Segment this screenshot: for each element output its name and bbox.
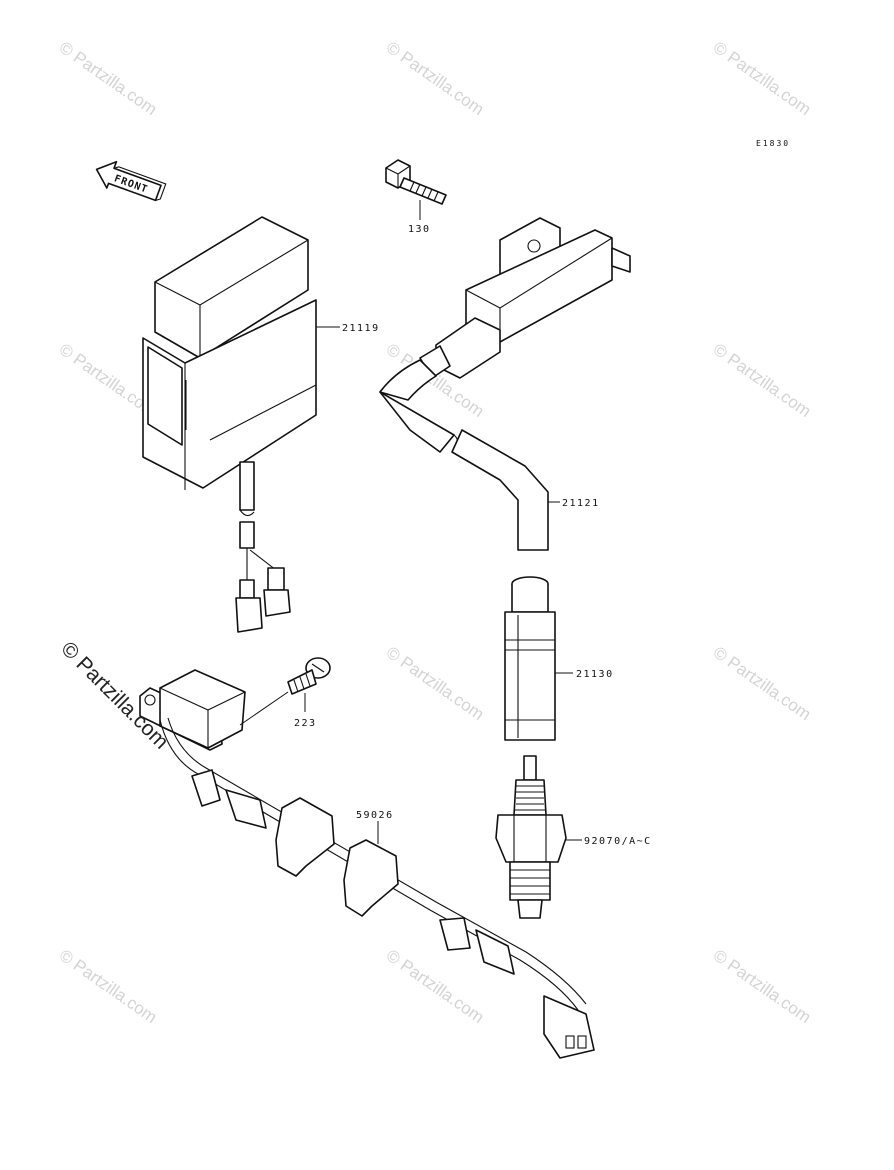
wiring-harness-59026: 59026 — [139, 669, 595, 1059]
ignition-coil-21121 — [379, 217, 631, 551]
part-number-label: 21130 — [576, 669, 614, 680]
watermark: © Partzilla.com — [56, 38, 161, 119]
front-arrow-icon: FRONT — [95, 160, 167, 202]
watermark: © Partzilla.com — [710, 643, 815, 724]
part-number-label: 92070/A~C — [584, 836, 652, 847]
part-number-label: 21119 — [342, 323, 380, 334]
plug-cap-21130: 21130 — [504, 576, 614, 741]
watermark: © Partzilla.com — [710, 38, 815, 119]
spark-plug-92070: 92070/A~C — [495, 755, 652, 919]
bolt-130: 130 — [385, 159, 447, 235]
screw-223: 223 — [287, 657, 331, 729]
watermark: © Partzilla.com — [383, 946, 488, 1027]
part-number-label: 130 — [408, 224, 431, 235]
watermark: © Partzilla.com — [383, 643, 488, 724]
watermark: © Partzilla.com — [56, 946, 161, 1027]
part-number-label: 223 — [294, 718, 317, 729]
igniter-21119: 21119 — [142, 216, 380, 633]
watermark: © Partzilla.com — [710, 340, 815, 421]
part-number-label: 59026 — [356, 810, 394, 821]
watermark-layer: © Partzilla.com © Partzilla.com © Partzi… — [56, 38, 815, 1027]
part-number-label: 21121 — [562, 498, 600, 509]
watermark: © Partzilla.com — [710, 946, 815, 1027]
diagram-code: E1830 — [756, 139, 790, 148]
watermark: © Partzilla.com — [383, 38, 488, 119]
